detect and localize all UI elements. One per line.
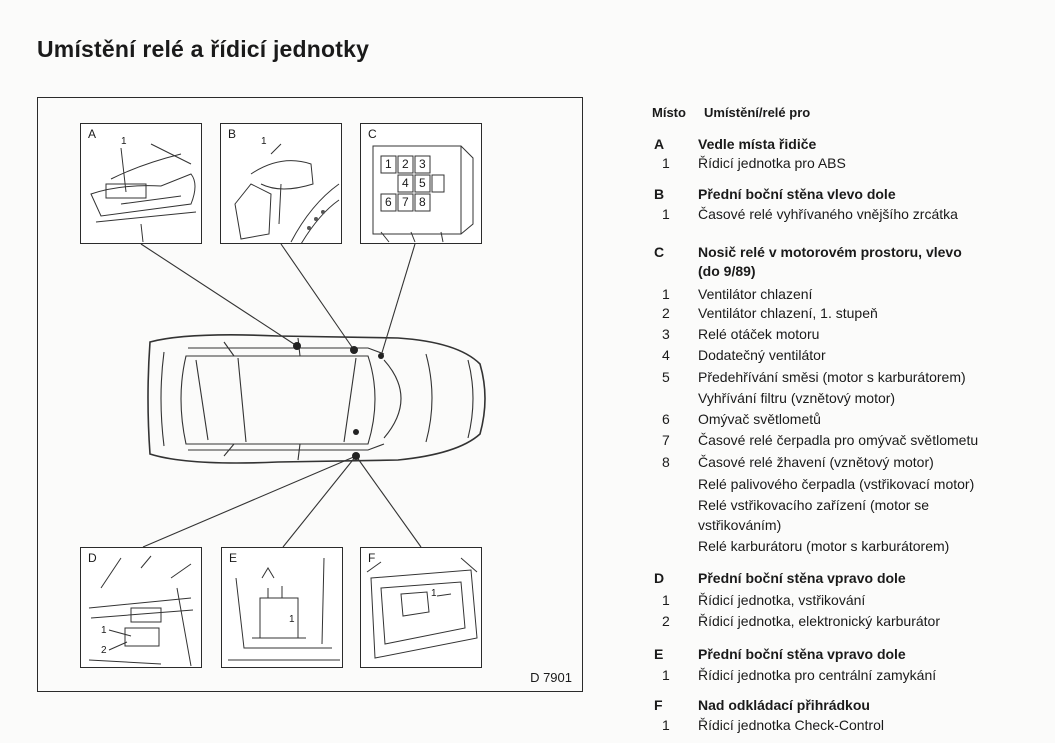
- panel-a-letter: A: [88, 127, 97, 141]
- panel-e-illustration: [228, 557, 340, 661]
- panel-a-number-1: 1: [121, 136, 127, 147]
- relay-location-figure: A 1 B 1 C: [37, 97, 583, 692]
- panel-f-letter: F: [368, 551, 376, 565]
- relay-point-def: [352, 452, 360, 460]
- panel-f: F 1: [360, 547, 482, 668]
- panel-b-number-1: 1: [261, 136, 267, 147]
- panel-e: E 1: [221, 547, 343, 668]
- relay-slot-6: 6: [385, 195, 392, 209]
- relay-slot-2: 2: [402, 157, 409, 171]
- relay-point-dash: [353, 429, 359, 435]
- panel-d-letter: D: [88, 551, 97, 565]
- relay-slot-3: 3: [419, 157, 426, 171]
- panel-e-letter: E: [229, 551, 238, 565]
- panel-a: A 1: [80, 123, 202, 244]
- connector-line-a: [140, 243, 298, 347]
- panel-e-number-1: 1: [289, 614, 295, 625]
- relay-point-a: [293, 342, 301, 350]
- relay-point-c: [378, 353, 384, 359]
- panel-b: B 1: [220, 123, 342, 244]
- panel-c: C 1 2 3 4 5 6 7 8: [360, 123, 482, 244]
- panel-d-illustration: [88, 555, 194, 667]
- panel-f-illustration: [366, 557, 478, 659]
- panel-b-illustration: [234, 143, 340, 243]
- legend-header-value: Umístění/relé pro: [704, 105, 811, 120]
- connector-line-f: [355, 455, 422, 548]
- panel-a-illustration: [90, 143, 197, 243]
- connector-line-e: [282, 455, 357, 548]
- panel-b-letter: B: [228, 127, 237, 141]
- relay-slot-8: 8: [419, 195, 426, 209]
- connector-line-d: [142, 455, 357, 548]
- panel-c-illustration: [372, 145, 474, 243]
- car-top-view-drawing: [140, 243, 486, 548]
- relay-slot-5: 5: [419, 176, 426, 190]
- panel-d: D 1 2: [80, 547, 202, 668]
- panel-d-number-2: 2: [101, 645, 107, 656]
- panel-d-number-1: 1: [101, 625, 107, 636]
- panel-f-number-1: 1: [431, 588, 437, 599]
- relay-slot-1: 1: [385, 157, 392, 171]
- connector-line-b: [280, 243, 355, 351]
- figure-code: D 7901: [530, 670, 572, 685]
- relay-slot-4: 4: [402, 176, 409, 190]
- panel-c-letter: C: [368, 127, 377, 141]
- legend-header-key: Místo: [652, 105, 686, 120]
- relay-slot-7: 7: [402, 195, 409, 209]
- relay-point-b: [350, 346, 358, 354]
- page-title: Umístění relé a řídicí jednotky: [37, 36, 370, 62]
